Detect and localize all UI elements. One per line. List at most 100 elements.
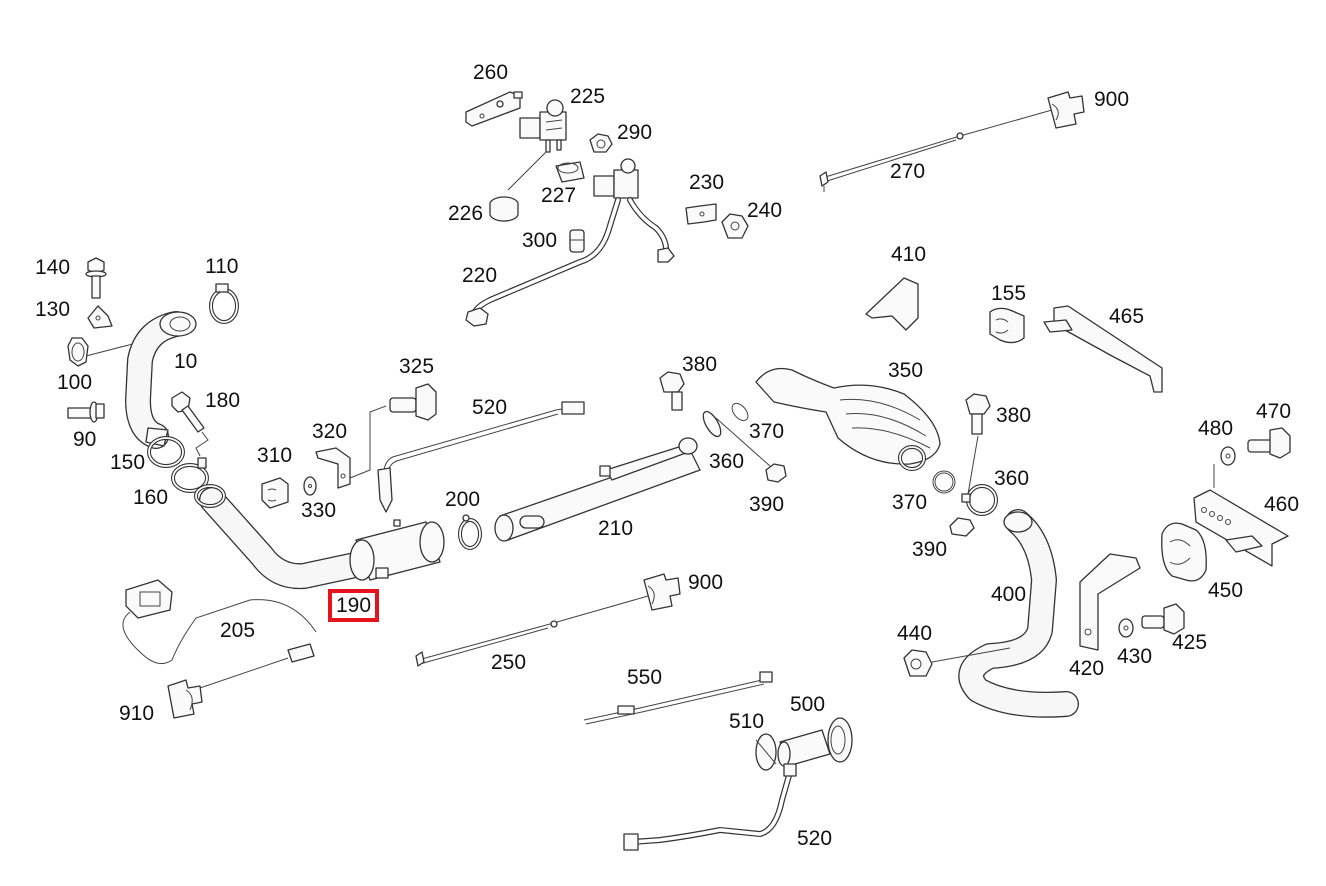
callout-10[interactable]: 10 — [174, 350, 198, 373]
callout-480[interactable]: 480 — [1198, 417, 1234, 440]
part-290-nut[interactable] — [589, 133, 613, 153]
part-900-connector-lower[interactable] — [643, 573, 681, 611]
callout-360-right[interactable]: 360 — [994, 467, 1030, 490]
part-300-grommet[interactable] — [569, 229, 585, 253]
callout-240[interactable]: 240 — [747, 199, 783, 222]
callout-90[interactable]: 90 — [73, 428, 97, 451]
callout-380-right[interactable]: 380 — [996, 404, 1032, 427]
part-400-rear-pipe[interactable] — [958, 509, 1079, 718]
part-260-bracket[interactable] — [465, 91, 523, 127]
callout-130[interactable]: 130 — [35, 298, 71, 321]
part-240-nut[interactable] — [721, 213, 749, 239]
callout-370-mid[interactable]: 370 — [749, 420, 785, 443]
callout-230[interactable]: 230 — [689, 171, 725, 194]
callout-910[interactable]: 910 — [119, 702, 155, 725]
callout-210[interactable]: 210 — [598, 517, 634, 540]
callout-370-right[interactable]: 370 — [892, 491, 928, 514]
callout-900-top[interactable]: 900 — [1094, 88, 1130, 111]
part-520-lambda-sensor-upper[interactable] — [377, 401, 585, 513]
part-390-nut-mid[interactable] — [765, 463, 787, 483]
part-380-bolt-right[interactable] — [965, 393, 991, 435]
callout-410[interactable]: 410 — [891, 243, 927, 266]
callout-320[interactable]: 320 — [312, 420, 348, 443]
callout-220[interactable]: 220 — [462, 264, 498, 287]
callout-155[interactable]: 155 — [991, 282, 1027, 305]
callout-510[interactable]: 510 — [729, 710, 765, 733]
callout-360-mid[interactable]: 360 — [709, 450, 745, 473]
callout-390-right[interactable]: 390 — [912, 538, 948, 561]
callout-110[interactable]: 110 — [205, 255, 239, 278]
part-270-temp-sensor[interactable] — [819, 109, 1053, 192]
part-510-seal[interactable] — [755, 733, 777, 771]
part-190-front-pipe-dpf[interactable] — [194, 484, 445, 590]
callout-150[interactable]: 150 — [110, 451, 146, 474]
callout-330[interactable]: 330 — [301, 499, 337, 522]
part-250-temp-sensor[interactable] — [415, 595, 649, 667]
callout-500[interactable]: 500 — [790, 693, 826, 716]
part-390-nut-right[interactable] — [949, 517, 975, 537]
part-10-downpipe[interactable] — [125, 311, 197, 449]
callout-400[interactable]: 400 — [991, 583, 1027, 606]
part-110-clamp[interactable] — [209, 283, 239, 324]
part-360-clamp-right[interactable] — [961, 484, 998, 516]
callout-310[interactable]: 310 — [257, 444, 293, 467]
part-450-rubber-mount[interactable] — [1161, 522, 1207, 582]
part-220-pressure-line-sensor[interactable] — [465, 158, 675, 327]
part-140-bolt[interactable] — [85, 257, 107, 299]
callout-260[interactable]: 260 — [473, 61, 509, 84]
part-160-clamp[interactable] — [171, 457, 209, 493]
part-320-bracket[interactable] — [315, 447, 351, 489]
callout-380-mid[interactable]: 380 — [682, 353, 718, 376]
callout-100[interactable]: 100 — [57, 371, 93, 394]
part-330-washer[interactable] — [303, 476, 317, 496]
part-370-gasket-right[interactable] — [932, 470, 956, 494]
part-500-dosing-module[interactable] — [777, 717, 853, 767]
part-370-gasket-mid[interactable] — [729, 400, 751, 423]
callout-200[interactable]: 200 — [445, 488, 481, 511]
part-430-washer[interactable] — [1118, 618, 1134, 638]
callout-440[interactable]: 440 — [897, 622, 933, 645]
callout-205[interactable]: 205 — [220, 619, 256, 642]
callout-465[interactable]: 465 — [1109, 305, 1145, 328]
part-465-bracket[interactable] — [1043, 305, 1163, 393]
callout-520-lower[interactable]: 520 — [797, 827, 833, 850]
callout-325[interactable]: 325 — [399, 355, 435, 378]
callout-250[interactable]: 250 — [491, 651, 527, 674]
callout-140[interactable]: 140 — [35, 256, 71, 279]
part-130-bracket[interactable] — [87, 305, 113, 329]
part-460-bracket[interactable] — [1193, 489, 1289, 567]
part-420-hanger[interactable] — [1079, 553, 1141, 651]
callout-420[interactable]: 420 — [1069, 657, 1105, 680]
part-325-bolt[interactable] — [389, 383, 437, 421]
callout-900-lower[interactable]: 900 — [688, 571, 724, 594]
part-440-nut[interactable] — [903, 649, 933, 677]
part-226-clamp[interactable] — [489, 196, 519, 222]
callout-425[interactable]: 425 — [1172, 631, 1208, 654]
callout-290[interactable]: 290 — [617, 121, 653, 144]
callout-180[interactable]: 180 — [205, 389, 241, 412]
callout-160[interactable]: 160 — [133, 486, 169, 509]
part-200-clamp[interactable] — [458, 514, 482, 550]
part-180-stud[interactable] — [171, 391, 205, 433]
callout-520-upper[interactable]: 520 — [472, 396, 508, 419]
part-90-bolt[interactable] — [67, 401, 105, 423]
callout-190-highlighted[interactable]: 190 — [327, 589, 380, 622]
part-310-rubber-mount[interactable] — [261, 477, 289, 509]
part-100-gasket[interactable] — [67, 337, 89, 367]
part-350-catalytic-converter[interactable] — [755, 367, 941, 471]
callout-225[interactable]: 225 — [570, 85, 606, 108]
callout-470[interactable]: 470 — [1256, 400, 1292, 423]
part-550-temp-sensor[interactable] — [583, 671, 773, 725]
part-910-connector[interactable] — [167, 679, 203, 719]
part-360-clamp-mid[interactable] — [700, 409, 724, 439]
part-470-bolt[interactable] — [1247, 427, 1291, 459]
part-205-nox-sensor[interactable] — [122, 579, 317, 665]
callout-270[interactable]: 270 — [890, 160, 926, 183]
part-150-gasket[interactable] — [147, 436, 185, 468]
callout-227[interactable]: 227 — [541, 184, 577, 207]
part-900-connector-top[interactable] — [1047, 91, 1085, 129]
part-425-bolt[interactable] — [1141, 603, 1185, 635]
part-410-heat-shield-bracket[interactable] — [865, 277, 919, 331]
callout-430[interactable]: 430 — [1117, 645, 1153, 668]
part-155-rubber-mount[interactable] — [989, 307, 1025, 344]
